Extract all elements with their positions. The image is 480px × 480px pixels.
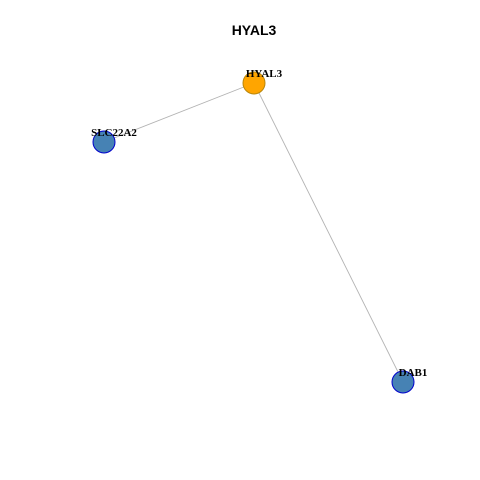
- node-dab1[interactable]: [391, 370, 415, 394]
- diagram-title: HYAL3: [232, 22, 277, 38]
- edge-hyal3-slc22a2: [103, 82, 255, 143]
- node-label-hyal3: HYAL3: [246, 68, 283, 80]
- node-hyal3[interactable]: [242, 71, 266, 95]
- edge-hyal3-dab1: [253, 82, 404, 383]
- node-slc22a2[interactable]: [92, 130, 116, 154]
- edges-layer: [103, 82, 404, 383]
- node-label-dab1: DAB1: [399, 367, 428, 379]
- nodes-layer: [92, 71, 415, 394]
- node-label-slc22a2: SLC22A2: [91, 127, 137, 139]
